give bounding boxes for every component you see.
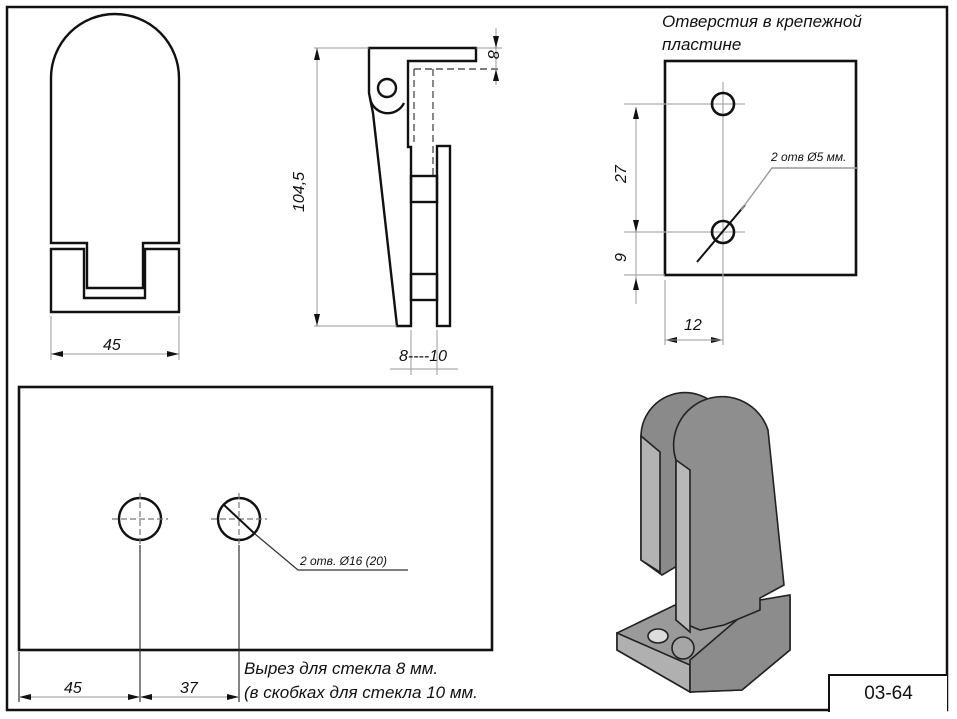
glass-hole-leader (254, 533, 408, 571)
plate-vertical-dim-spacing: 27 (613, 165, 630, 183)
glass-note-line2: (в скобках для стекла 10 мм. (244, 683, 478, 702)
front-view-dimension (50, 316, 180, 360)
side-view (367, 46, 478, 328)
side-view-hidden-lines (413, 68, 500, 176)
glass-hole-center-lines (112, 493, 267, 545)
plate-hole-upper (710, 91, 736, 117)
side-view-height-dim: 104,5 (291, 171, 308, 212)
side-view-glass-dim: 8----10 (399, 348, 448, 365)
plate-view (624, 59, 858, 345)
front-view-upper-part (49, 12, 181, 290)
side-view-dimensions (314, 28, 502, 375)
plate-view-title-line2: пластине (662, 35, 742, 54)
render-front-plate (672, 395, 785, 631)
isometric-render (616, 391, 791, 694)
drawing-frame (5, 5, 949, 712)
glass-dim-first: 45 (64, 680, 82, 697)
plate-view-title-line1: Отверстия в крепежной (662, 12, 862, 31)
plate-center-lines (624, 82, 745, 345)
glass-hole-note: 2 отв. Ø16 (20) (300, 554, 387, 568)
side-view-pin-hole (376, 77, 398, 99)
glass-note-line1: Вырез для стекла 8 мм. (244, 659, 439, 678)
glass-dim-second: 37 (180, 680, 198, 697)
side-view-screw-upper (409, 174, 439, 204)
plate-hole-leader (740, 167, 858, 211)
plate-vertical-dim-edge: 9 (613, 253, 630, 262)
plate-dim-arrows (633, 107, 723, 343)
drawing-code: 03-64 (864, 683, 913, 704)
render-mount-hole (647, 628, 669, 644)
render-hinge-pin (671, 636, 695, 660)
front-view-width-dim: 45 (103, 337, 121, 354)
front-view (49, 12, 181, 314)
glass-hole-extension-lines (18, 545, 240, 702)
side-view-hinge-arc (368, 97, 406, 115)
glass-hole-diameter-arrow (223, 504, 256, 535)
front-view-base (49, 247, 181, 314)
plate-hole-note: 2 отв Ø5 мм. (771, 150, 847, 164)
glass-panel-outline (17, 385, 494, 652)
plate-horizontal-dim: 12 (684, 317, 702, 334)
plate-hole-lower (710, 219, 736, 245)
side-view-top-dim: 8 (484, 50, 501, 59)
side-view-screw-lower (409, 272, 439, 302)
side-view-back-plate (435, 144, 452, 328)
glass-cutout-view (17, 385, 494, 702)
plate-hole-leader-arrow (696, 204, 746, 263)
side-view-clamp-body (367, 46, 478, 328)
drawing-code-box: 03-64 (828, 674, 947, 712)
glass-dimension-lines (19, 694, 239, 700)
